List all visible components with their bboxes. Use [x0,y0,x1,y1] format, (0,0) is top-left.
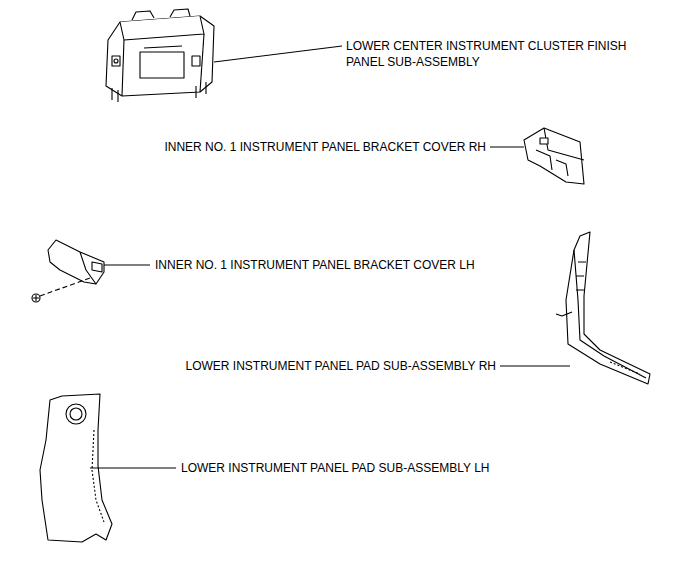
screw [32,278,90,302]
leader-line [104,264,150,265]
leader-line [490,146,524,147]
pad-rh [556,232,650,384]
part-name: INNER NO. 1 INSTRUMENT PANEL BRACKET COV… [154,257,476,273]
part-name: INNER NO. 1 INSTRUMENT PANEL BRACKET COV… [163,139,487,155]
part-name: LOWER INSTRUMENT PANEL PAD SUB-ASSEMBLY … [184,358,497,374]
leader-line [214,46,342,62]
part-name: LOWER INSTRUMENT PANEL PAD SUB-ASSEMBLY … [180,460,491,476]
part-name: LOWER CENTER INSTRUMENT CLUSTER FINISH P… [345,38,647,70]
center-finish-panel [106,9,214,102]
bracket-cover-lh [48,240,104,284]
leader-line [500,365,570,366]
bracket-cover-rh [524,128,584,184]
leader-line [90,467,176,468]
